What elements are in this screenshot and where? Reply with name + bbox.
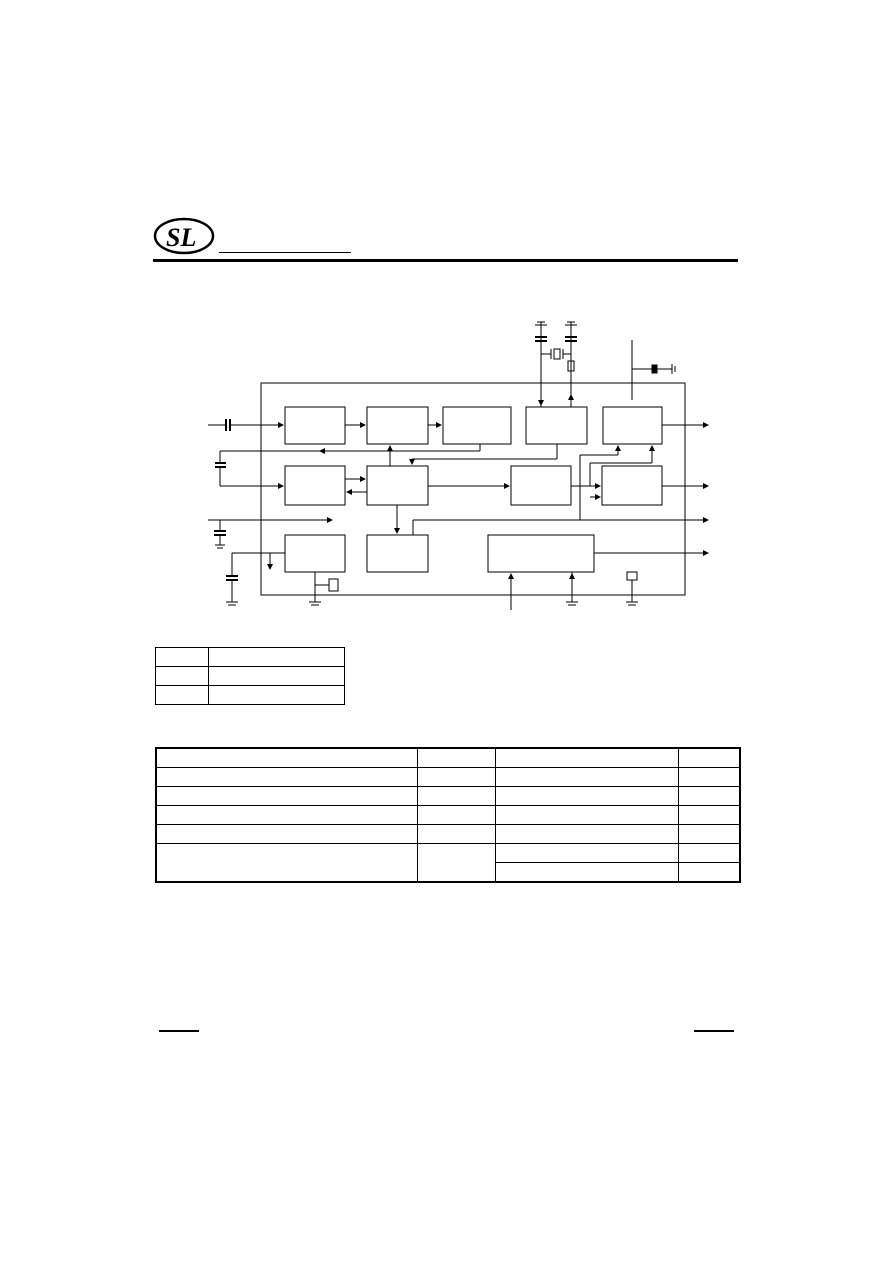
table-row bbox=[155, 747, 741, 768]
table-row bbox=[155, 824, 741, 844]
table-cell bbox=[677, 824, 741, 844]
table-cell bbox=[677, 805, 741, 825]
table-cell bbox=[155, 843, 418, 883]
table-cell bbox=[208, 647, 345, 667]
table-cell bbox=[677, 747, 741, 768]
table-cell bbox=[494, 747, 679, 768]
table-cell bbox=[416, 824, 496, 844]
footer-left-rule bbox=[159, 1030, 199, 1032]
header-rule bbox=[153, 259, 738, 262]
table-cell bbox=[155, 786, 418, 806]
block-mixer bbox=[510, 465, 572, 506]
block-control bbox=[366, 465, 429, 506]
table-cell bbox=[677, 786, 741, 806]
table-cell bbox=[677, 843, 741, 863]
table-cell bbox=[416, 786, 496, 806]
table-row bbox=[155, 805, 741, 825]
table-row bbox=[155, 767, 741, 787]
large-table bbox=[155, 747, 741, 883]
block-logic bbox=[487, 534, 595, 573]
ic-outline bbox=[260, 382, 686, 596]
table-cell bbox=[494, 843, 679, 863]
table-row bbox=[155, 786, 741, 806]
table-cell bbox=[208, 685, 345, 705]
table-row bbox=[156, 862, 741, 883]
table-cell bbox=[155, 767, 418, 787]
table-cell bbox=[494, 767, 679, 787]
table-cell bbox=[416, 805, 496, 825]
block-output-2 bbox=[601, 465, 663, 506]
block-stage-3 bbox=[442, 406, 512, 445]
table-cell bbox=[677, 767, 741, 787]
table-cell bbox=[416, 767, 496, 787]
table-row bbox=[155, 647, 345, 667]
block-diagram bbox=[208, 321, 709, 610]
table-row bbox=[155, 843, 741, 883]
block-detector bbox=[284, 465, 346, 506]
table-cell bbox=[677, 862, 741, 883]
table-cell bbox=[494, 805, 679, 825]
table-cell bbox=[494, 824, 679, 844]
table-cell bbox=[208, 666, 345, 686]
table-cell bbox=[494, 862, 679, 883]
svg-text:SL: SL bbox=[166, 223, 196, 252]
block-regulator bbox=[284, 534, 346, 573]
table-row bbox=[155, 666, 345, 686]
block-input-amp bbox=[284, 406, 346, 445]
header-short-rule bbox=[219, 252, 351, 253]
table-cell bbox=[155, 647, 209, 667]
table-cell bbox=[155, 747, 418, 768]
block-output-1 bbox=[602, 406, 663, 445]
block-reference bbox=[366, 534, 429, 573]
table-cell bbox=[155, 685, 209, 705]
table-cell bbox=[416, 747, 496, 768]
company-logo: SL bbox=[153, 217, 215, 255]
footer-right-rule bbox=[694, 1030, 734, 1032]
table-cell bbox=[494, 786, 679, 806]
table-cell bbox=[155, 805, 418, 825]
table-cell bbox=[155, 666, 209, 686]
small-table bbox=[155, 647, 345, 705]
block-stage-2 bbox=[366, 406, 429, 445]
block-oscillator bbox=[525, 406, 588, 445]
table-cell bbox=[416, 843, 496, 883]
table-cell bbox=[155, 824, 418, 844]
table-row bbox=[155, 685, 345, 705]
